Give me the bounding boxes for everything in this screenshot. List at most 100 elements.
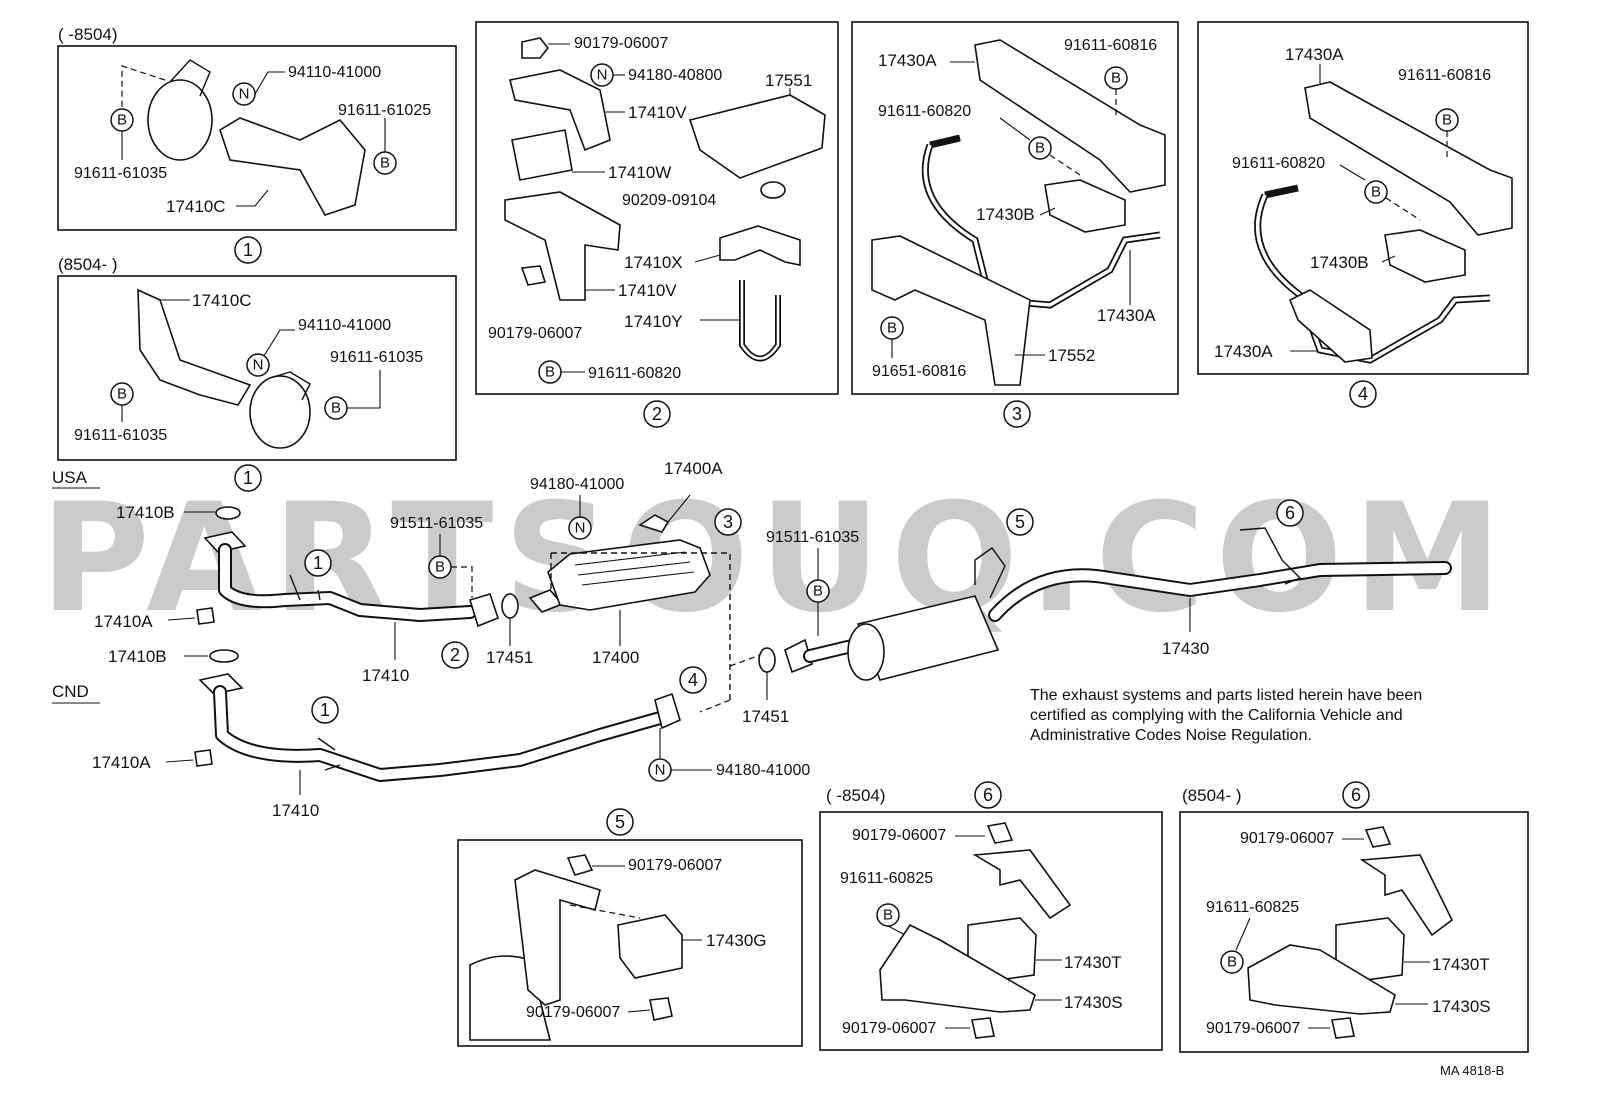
part-91611-60820: 91611-60820	[1232, 155, 1325, 172]
leader-dash	[569, 904, 641, 919]
bracket-17410c	[137, 288, 252, 406]
detail-number-6-text: 6	[1285, 503, 1295, 523]
part-17430a: 17430A	[878, 51, 937, 70]
detail-number-6-text: 6	[1351, 785, 1361, 805]
symbol-b-text: B	[545, 364, 555, 381]
tail-hanger	[1239, 527, 1302, 585]
detail-number-3-text: 3	[1012, 404, 1022, 424]
exhaust-clamp	[147, 79, 213, 161]
part-17430t: 17430T	[1064, 953, 1122, 972]
pipe-flange	[468, 593, 499, 628]
part-17430g: 17430G	[706, 931, 767, 950]
detail-6a-frame	[819, 811, 1163, 1051]
u-bolt-inner	[740, 280, 780, 360]
symbol-n-text: N	[239, 86, 250, 103]
part-91611-60825: 91611-60825	[1206, 899, 1299, 916]
part-90179-06007: 90179-06007	[1240, 830, 1334, 847]
heat-insulator-17552	[871, 235, 1031, 386]
symbol-b	[1364, 180, 1388, 204]
symbol-b-text: B	[1371, 184, 1381, 201]
clamp-ear	[169, 59, 211, 97]
detail-number-2-text: 2	[450, 645, 460, 665]
date-range-from-8504: (8504- )	[58, 255, 118, 274]
leader	[254, 71, 285, 95]
detail-number-1-text: 1	[313, 553, 323, 573]
part-94180-41000: 94180-41000	[530, 476, 624, 493]
symbol-b	[1028, 136, 1052, 160]
bracket-17430s	[1247, 944, 1396, 1015]
pipe-flange	[198, 673, 244, 695]
front-pipe-cnd-inner	[215, 687, 665, 780]
symbol-n-text: N	[655, 762, 666, 779]
leader	[694, 254, 721, 263]
symbol-n-text: N	[597, 67, 608, 84]
leader	[627, 1009, 651, 1013]
note-line-2: certified as complying with the Californ…	[1030, 707, 1403, 724]
part-17410w: 17410W	[608, 163, 671, 182]
figure-code: MA 4818-B	[1440, 1063, 1504, 1078]
converter-dash-outline	[550, 552, 731, 700]
detail-1a-frame	[57, 45, 457, 231]
nut	[971, 1017, 995, 1039]
leader-dash	[729, 654, 761, 667]
part-91611-61035: 91611-61035	[330, 349, 423, 366]
leader	[1039, 207, 1056, 216]
part-17400a: 17400A	[664, 459, 723, 478]
symbol-b-text: B	[1035, 140, 1045, 157]
market-label-usa: USA	[52, 468, 88, 487]
bracket-17410c	[219, 117, 366, 216]
nut	[1331, 1017, 1355, 1039]
leader-dash	[451, 566, 473, 598]
note-line-3: Administrative Codes Noise Regulation.	[1030, 727, 1312, 744]
part-91611-61025: 91611-61025	[338, 102, 431, 119]
part-17430t: 17430T	[1432, 955, 1490, 974]
part-17410a: 17410A	[92, 753, 151, 772]
market-label-cnd: CND	[52, 682, 89, 701]
part-91651-60816: 91651-60816	[872, 363, 966, 380]
detail-number-1	[234, 236, 262, 264]
part-91611-61035: 91611-61035	[74, 427, 167, 444]
hanger-bracket	[1288, 289, 1373, 363]
detail-3: 17430A 91611-60816 B 91611-60820 B 17430…	[851, 21, 1179, 395]
detail-number-1-text: 1	[320, 700, 330, 720]
detail-number-5-text: 5	[615, 812, 625, 832]
part-17410c: 17410C	[166, 197, 226, 216]
symbol-b-text: B	[117, 112, 127, 129]
part-17400: 17400	[592, 648, 639, 667]
part-17430a: 17430A	[1285, 45, 1344, 64]
pipe-flange	[654, 692, 681, 730]
detail-number-6	[1276, 499, 1304, 527]
nut	[521, 37, 550, 59]
part-17410y: 17410Y	[624, 312, 683, 331]
part-90179-06007: 90179-06007	[628, 857, 722, 874]
pipe-bracket	[317, 737, 341, 771]
clamp-ear	[269, 371, 311, 401]
leader	[1381, 255, 1396, 263]
nut	[520, 265, 547, 286]
hanger-bracket	[972, 849, 1072, 920]
crossmember-17430a	[1304, 81, 1513, 236]
part-90179-06007: 90179-06007	[1206, 1020, 1300, 1037]
hanger-bracket	[1359, 854, 1454, 937]
symbol-b-text: B	[435, 559, 445, 576]
detail-4-frame	[1197, 21, 1529, 375]
symbol-b-text: B	[1227, 954, 1237, 971]
bracket-17410v-lower	[504, 191, 621, 301]
date-range-until-8504: ( -8504)	[826, 786, 886, 805]
u-bolt-17410y	[739, 280, 781, 362]
symbol-b-text: B	[883, 907, 893, 924]
detail-number-6	[974, 781, 1002, 809]
detail-number-5	[606, 808, 634, 836]
leader	[667, 494, 691, 523]
part-17410b: 17410B	[116, 503, 175, 522]
detail-number-5-text: 5	[1015, 512, 1025, 532]
detail-4: 17430A 91611-60816 B 91611-60820 B 17430…	[1197, 21, 1529, 375]
muffler-hanger-bracket	[514, 869, 601, 1006]
part-17410c: 17410C	[192, 291, 252, 310]
part-90179-06007: 90179-06007	[852, 827, 946, 844]
part-17410a: 17410A	[94, 612, 153, 631]
nut-17410a	[196, 607, 215, 625]
detail-1b-frame	[57, 275, 457, 461]
detail-number-2-text: 2	[652, 404, 662, 424]
converter-ribs	[574, 551, 695, 586]
